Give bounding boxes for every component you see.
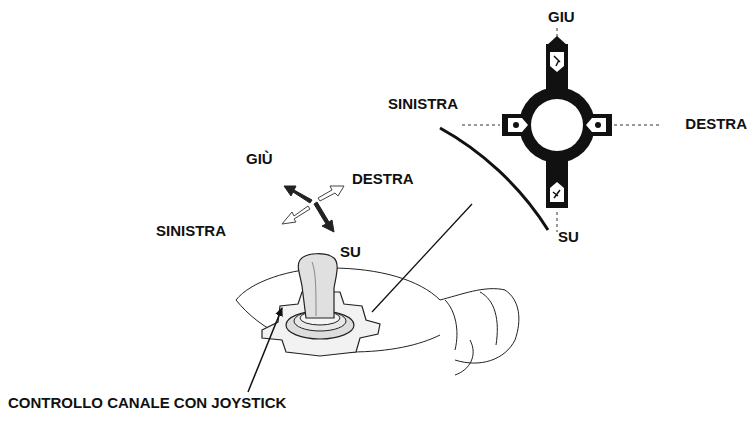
- direction-label: GIÙ: [246, 150, 273, 168]
- direction-arrows: [282, 186, 344, 232]
- direction-label: SU: [558, 228, 579, 246]
- direction-label: SINISTRA: [388, 95, 458, 113]
- joystick-knob: [298, 254, 337, 318]
- direction-label: GIU: [548, 8, 575, 26]
- direction-label: DESTRA: [352, 170, 414, 188]
- direction-label: DESTRA: [685, 115, 747, 133]
- channel-symbol: [502, 36, 612, 208]
- caption-label: CONTROLLO CANALE CON JOYSTICK: [8, 394, 286, 412]
- direction-label: SINISTRA: [156, 222, 226, 240]
- direction-label: SU: [340, 243, 361, 261]
